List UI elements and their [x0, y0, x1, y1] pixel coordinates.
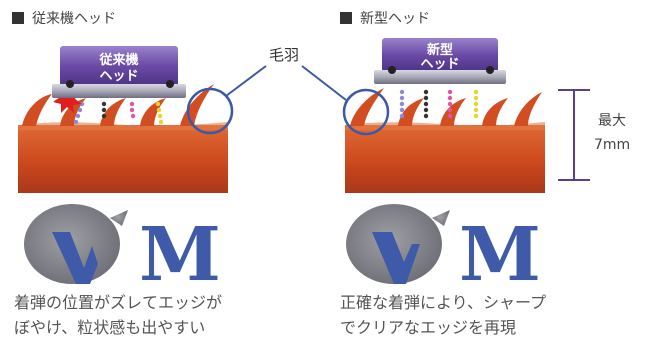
right-letter-m: M: [459, 212, 541, 298]
fuzz-label: 毛羽: [269, 46, 299, 64]
left-panel: 従来機ヘッド: [12, 11, 234, 337]
right-head-label-line2: ヘッド: [420, 57, 459, 72]
right-fiber-3: [440, 98, 466, 126]
right-substrate: [345, 88, 545, 193]
right-magnified-letter: M: [346, 204, 541, 298]
right-head-label-line1: 新型: [427, 42, 453, 58]
left-fuzz-callout-circle: [186, 87, 234, 135]
right-head-screw-icon: [486, 66, 494, 74]
left-head-label-line1: 従来機: [98, 52, 138, 68]
right-fiber-2: [398, 98, 424, 126]
left-ink-drops: [73, 101, 164, 125]
left-fiber-1: [22, 94, 52, 126]
left-caption-line1: 着弾の位置がズレてエッジが: [14, 293, 222, 312]
left-title-square-icon: [12, 12, 24, 24]
left-print-head: 従来機 ヘッド: [52, 46, 186, 98]
right-fiber-4: [482, 98, 508, 126]
right-head-screw-icon: [388, 66, 396, 74]
right-print-head: 新型 ヘッド: [374, 38, 506, 84]
fuzz-leader-line-right: [301, 65, 347, 101]
left-substrate: [18, 84, 228, 193]
right-section-title: 新型ヘッド: [360, 11, 430, 27]
right-fiber-5: [514, 92, 542, 126]
right-fuzz-callout-circle: [342, 88, 390, 136]
left-head-screw-icon: [166, 80, 174, 88]
left-head-label-line2: ヘッド: [99, 69, 138, 84]
left-caption-line2: ぼやけ、粒状感も出やすい: [14, 318, 205, 337]
height-dimension-marker: 最大 7mm: [558, 89, 630, 181]
right-ink-drops: [399, 89, 479, 119]
left-head-screw-icon: [66, 80, 74, 88]
left-magnified-letter: M: [24, 204, 221, 298]
dimension-label-line1: 最大: [598, 113, 626, 129]
right-caption-line2: でクリアなエッジを再現: [340, 318, 516, 337]
left-letter-m: M: [139, 212, 221, 298]
left-section-title: 従来機ヘッド: [32, 11, 116, 27]
dimension-label-line2: 7mm: [594, 137, 630, 153]
right-fiber-1: [350, 88, 384, 126]
right-caption-line1: 正確な着弾により、シャープ: [340, 293, 546, 312]
left-fiber-3: [100, 98, 126, 126]
right-panel: 新型ヘッド: [340, 11, 630, 337]
center-callout: 毛羽: [225, 46, 347, 101]
fuzz-leader-line-left: [225, 65, 267, 97]
right-title-square-icon: [340, 12, 352, 24]
